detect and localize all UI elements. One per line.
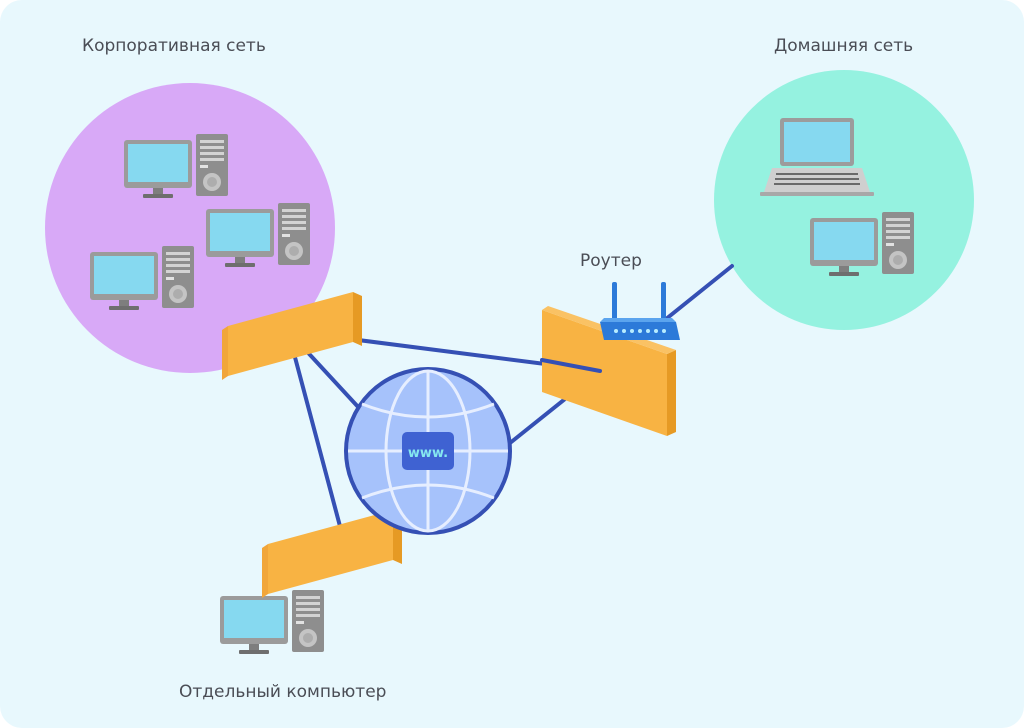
corporate-network-label: Корпоративная сеть [82, 36, 266, 56]
home-network-zone [714, 70, 974, 330]
globe-www-label: www. [408, 446, 448, 461]
network-link [540, 358, 602, 373]
laptop-icon [760, 118, 874, 196]
globe-icon: www. [344, 367, 512, 535]
router-icon [600, 282, 680, 340]
home-network-label: Домашняя сеть [774, 36, 914, 56]
standalone-computer-label: Отдельный компьютер [179, 682, 387, 702]
corporate-network-zone [45, 83, 335, 373]
router-label: Роутер [580, 251, 642, 271]
